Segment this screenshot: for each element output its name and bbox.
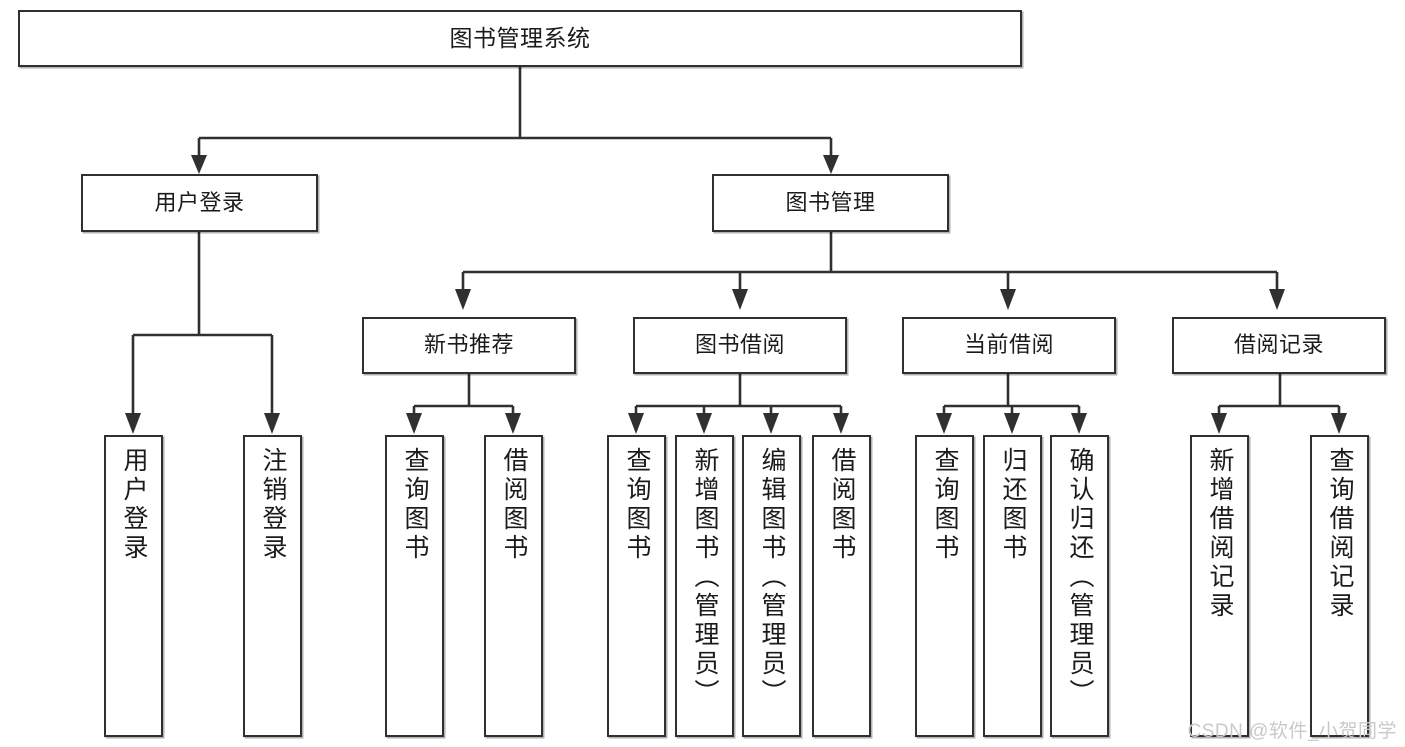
node-label: 图书管理系统 xyxy=(449,24,591,51)
arrowhead-cb-c3 xyxy=(1071,413,1087,434)
arrowhead-bb-c1 xyxy=(628,413,644,434)
arrowhead-bb-c4 xyxy=(833,413,849,434)
node-label: 借阅图书 xyxy=(828,447,856,563)
leaf-borrow-record-query[interactable]: 查询借阅记录 xyxy=(1310,435,1369,737)
leaf-book-borrow-query[interactable]: 查询图书 xyxy=(607,435,666,737)
arrowhead-cb-c1 xyxy=(936,413,952,434)
leaf-current-borrow-confirm-return[interactable]: 确认归还（管理员） xyxy=(1050,435,1109,737)
arrowhead-cb-c2 xyxy=(1004,413,1020,434)
node-label: 借阅记录 xyxy=(1233,332,1324,358)
node-label: 新书推荐 xyxy=(423,332,514,358)
node-label: 用户登录 xyxy=(120,447,148,563)
arrowhead-br-c2 xyxy=(1331,413,1347,434)
leaf-user-login-login[interactable]: 用户登录 xyxy=(104,435,163,737)
arrowhead-bb-c3 xyxy=(763,413,779,434)
node-book-borrow[interactable]: 图书借阅 xyxy=(633,317,847,374)
node-label: 图书管理 xyxy=(785,189,876,215)
leaf-current-borrow-query[interactable]: 查询图书 xyxy=(915,435,974,737)
arrowhead-bm-c2 xyxy=(732,289,748,310)
node-user-login[interactable]: 用户登录 xyxy=(81,174,318,232)
node-label: 查询图书 xyxy=(401,447,429,563)
node-new-book-recommend[interactable]: 新书推荐 xyxy=(362,317,576,374)
node-label: 用户登录 xyxy=(154,189,245,215)
node-label: 编辑图书（管理员） xyxy=(758,447,786,708)
node-label: 新增图书（管理员） xyxy=(691,447,719,708)
node-label: 图书借阅 xyxy=(694,332,785,358)
arrowhead-br-c1 xyxy=(1211,413,1227,434)
arrowhead-nb-c1 xyxy=(406,413,422,434)
node-label: 新增借阅记录 xyxy=(1206,447,1234,621)
leaf-book-borrow-borrow[interactable]: 借阅图书 xyxy=(812,435,871,737)
leaf-user-login-logout[interactable]: 注销登录 xyxy=(243,435,302,737)
arrowhead-bm-c4 xyxy=(1269,289,1285,310)
node-label: 注销登录 xyxy=(259,447,287,563)
leaf-new-book-borrow[interactable]: 借阅图书 xyxy=(484,435,543,737)
arrowhead-bm-c1 xyxy=(455,289,471,310)
node-label: 借阅图书 xyxy=(500,447,528,563)
node-label: 查询图书 xyxy=(623,447,651,563)
leaf-borrow-record-add[interactable]: 新增借阅记录 xyxy=(1190,435,1249,737)
leaf-new-book-query[interactable]: 查询图书 xyxy=(385,435,444,737)
arrowhead-bb-c2 xyxy=(696,413,712,434)
arrowhead-userlogin xyxy=(191,155,207,174)
arrowhead-bm-c3 xyxy=(1000,289,1016,310)
node-book-management[interactable]: 图书管理 xyxy=(712,174,949,232)
arrowhead-userlogin-c1 xyxy=(125,413,141,434)
node-label: 当前借阅 xyxy=(963,332,1054,358)
arrowhead-nb-c2 xyxy=(505,413,521,434)
arrowhead-bookmgmt xyxy=(823,155,839,174)
node-borrow-record[interactable]: 借阅记录 xyxy=(1172,317,1386,374)
node-label: 归还图书 xyxy=(999,447,1027,563)
node-current-borrow[interactable]: 当前借阅 xyxy=(902,317,1116,374)
arrowhead-userlogin-c2 xyxy=(264,413,280,434)
node-label: 查询借阅记录 xyxy=(1326,447,1354,621)
node-root-book-management-system[interactable]: 图书管理系统 xyxy=(18,10,1022,67)
node-label: 查询图书 xyxy=(931,447,959,563)
leaf-current-borrow-return[interactable]: 归还图书 xyxy=(983,435,1042,737)
leaf-book-borrow-edit[interactable]: 编辑图书（管理员） xyxy=(742,435,801,737)
leaf-book-borrow-add[interactable]: 新增图书（管理员） xyxy=(675,435,734,737)
node-label: 确认归还（管理员） xyxy=(1066,447,1094,708)
